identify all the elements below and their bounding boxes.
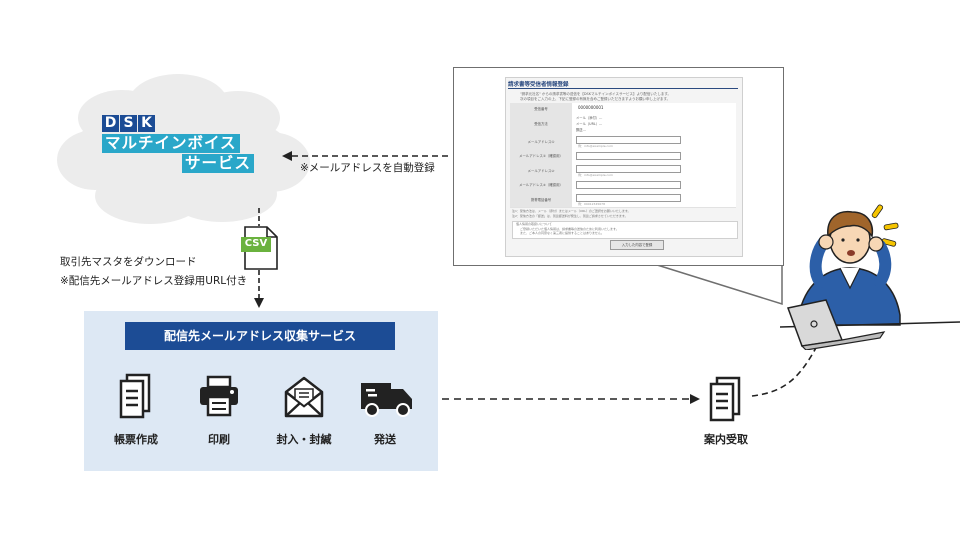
phone-field[interactable] (576, 194, 681, 202)
logo-line-2: サービス (182, 154, 255, 173)
form-row: メールアドレス② 例：info@example.com (510, 162, 736, 179)
privacy-notice-text: ご登録いただいた個人情報は、請求書等の送信のために利用いたします。 (520, 227, 619, 231)
form-row: 受信方法 メール（添付）… メール（URL）… 郵送… (510, 113, 736, 134)
printer-icon (200, 375, 238, 417)
radio-option[interactable]: メール（URL）… (576, 122, 603, 126)
form-row-key: メールアドレス②（確認用） (510, 178, 572, 191)
step-label: 発送 (374, 433, 396, 446)
document-icon (119, 373, 151, 419)
form-row-value: 0000000001 (578, 105, 604, 110)
form-row-key: 携帯電話番号 (510, 191, 572, 207)
download-note: ※配信先メールアドレス登録用URL付き (60, 275, 248, 287)
step-label: 封入・封緘 (276, 433, 332, 446)
form-row: メールアドレス① 例：info@example.com (510, 133, 736, 150)
form-row-hint: 例：info@example.com (578, 144, 613, 148)
service-title: 配信先メールアドレス収集サービス (125, 322, 395, 350)
privacy-notice-text: また、ご本人の同意なく第三者に提供することはありません。 (520, 231, 604, 235)
radio-option[interactable]: 郵送… (576, 128, 586, 132)
delivery-truck-icon (361, 383, 412, 417)
privacy-notice-title: 個人情報の取扱いについて (516, 222, 552, 226)
form-row-key: メールアドレス①（確認用） (510, 149, 572, 162)
email-field[interactable] (576, 136, 681, 144)
privacy-notice-box (512, 221, 738, 239)
document-icon (709, 376, 741, 422)
email-field[interactable] (576, 165, 681, 173)
form-row-key: 受信番号 (510, 103, 572, 113)
form-row-key: メールアドレス① (510, 133, 572, 149)
person-at-laptop-illustration (780, 204, 960, 350)
form-note: 注1：受信方法は、メール（添付）またはメール（URL）のご選択をお願いいたします… (512, 209, 631, 213)
csv-label: CSV (244, 238, 268, 249)
form-row: メールアドレス①（確認用） (510, 149, 736, 163)
auto-register-label: ※メールアドレスを自動登録 (300, 162, 435, 174)
step-label: 印刷 (208, 433, 230, 446)
form-intro: "請求元社名" からの請求書等の送信を【DSKマルチインボイスサービス】より配信… (520, 92, 672, 96)
form-row-hint: 例：09012345678 (578, 202, 605, 206)
form-note: 注2：受信方法の「郵送」は、別途郵送料が発生し、別途ご請求させていただきます。 (512, 214, 628, 218)
form-row-key: メールアドレス② (510, 162, 572, 178)
form-title: 請求書等受信者情報登録 (508, 82, 569, 88)
receive-label: 案内受取 (704, 433, 748, 446)
logo-line-1: マルチインボイス (102, 134, 240, 153)
email-confirm-field[interactable] (576, 181, 681, 189)
dsk-logo: D S K (102, 115, 156, 132)
csv-to-panel-arrow (254, 270, 264, 308)
download-label: 取引先マスタをダウンロード (60, 256, 197, 268)
logo-letter: K (138, 115, 155, 132)
logo-letter: S (120, 115, 137, 132)
step-label: 帳票作成 (114, 433, 158, 446)
envelope-icon (284, 376, 324, 418)
logo-letter: D (102, 115, 119, 132)
form-row-key: 受信方法 (510, 113, 572, 133)
speech-bubble-tail (653, 262, 783, 306)
auto-register-arrow (282, 151, 448, 161)
delivery-arrow (418, 394, 700, 404)
register-submit-button[interactable]: 入力した内容で登録 (610, 240, 664, 250)
form-row-hint: 例：info@example.com (578, 173, 613, 177)
form-title-divider (508, 88, 738, 89)
form-row: メールアドレス②（確認用） (510, 178, 736, 192)
csv-file-icon (241, 226, 278, 270)
form-intro: 次の項目をご入力の上、下記に登録の有無を含めご登録いただきますようお願い申し上げ… (520, 97, 671, 101)
form-row: 携帯電話番号 例：09012345678 (510, 191, 736, 208)
surprise-marks (871, 204, 899, 247)
email-confirm-field[interactable] (576, 152, 681, 160)
radio-option[interactable]: メール（添付）… (576, 116, 603, 120)
